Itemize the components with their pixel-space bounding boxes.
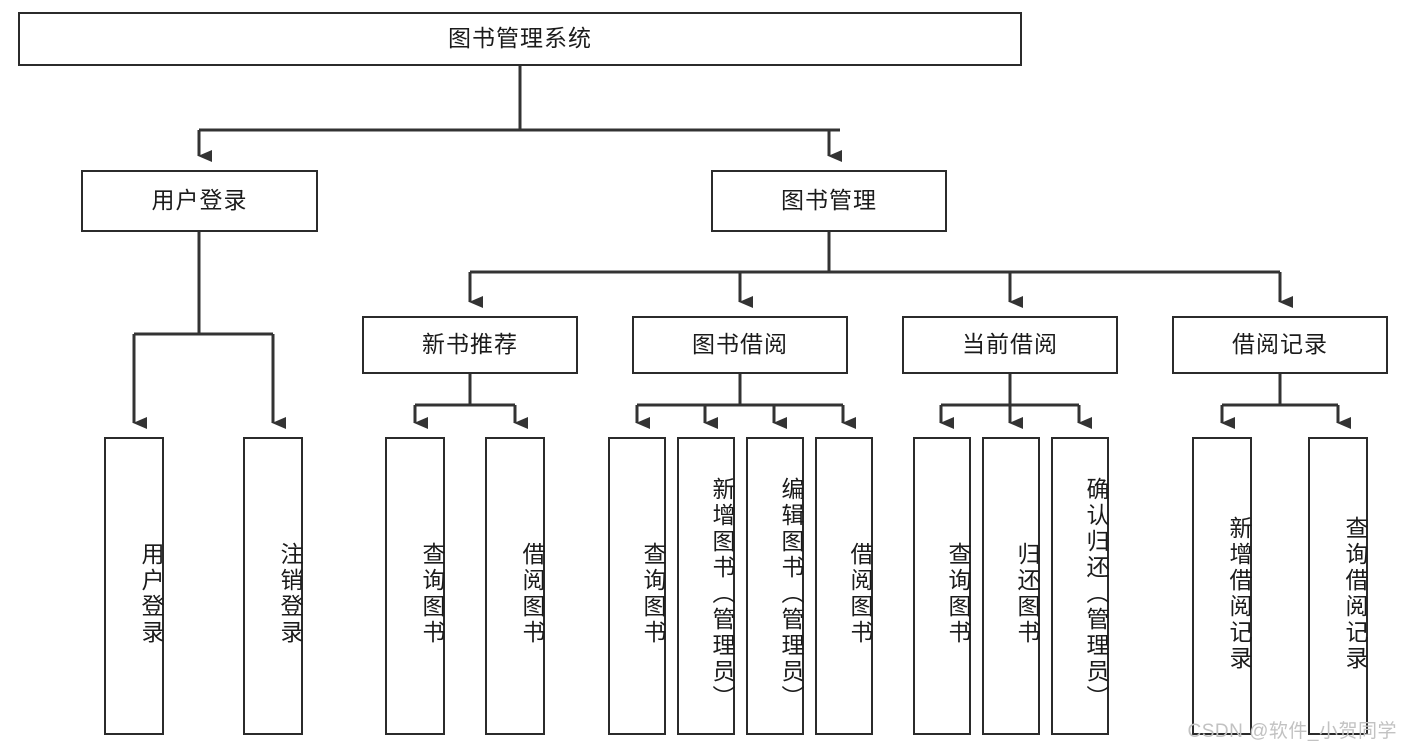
node-book-management[interactable]: 图书管理 [711,170,947,232]
node-label: 新增图书（管理员） [709,477,735,711]
leaf-new-book-borrow[interactable]: 借阅图书 [485,437,545,735]
node-label: 查询图书 [419,542,445,646]
leaf-book-borrow-borrow[interactable]: 借阅图书 [815,437,873,735]
node-current-borrow[interactable]: 当前借阅 [902,316,1118,374]
leaf-borrow-record-query[interactable]: 查询借阅记录 [1308,437,1368,735]
node-new-book-recommend[interactable]: 新书推荐 [362,316,578,374]
leaf-book-borrow-add[interactable]: 新增图书（管理员） [677,437,735,735]
node-label: 编辑图书（管理员） [778,477,804,711]
node-label: 新书推荐 [422,331,518,358]
node-label: 用户登录 [138,542,164,646]
watermark: CSDN @软件_小贺同学 [1187,721,1397,742]
node-label: 借阅图书 [847,542,873,646]
node-label: 查询图书 [945,542,971,646]
leaf-new-book-query[interactable]: 查询图书 [385,437,445,735]
node-root-system[interactable]: 图书管理系统 [18,12,1022,66]
node-borrow-record[interactable]: 借阅记录 [1172,316,1388,374]
node-label: 用户登录 [151,187,248,214]
node-label: 查询借阅记录 [1342,516,1368,672]
node-label: 确认归还（管理员） [1083,477,1109,711]
node-user-login[interactable]: 用户登录 [81,170,318,232]
node-label: 查询图书 [640,542,666,646]
node-label: 图书管理 [781,187,877,214]
node-book-borrow[interactable]: 图书借阅 [632,316,848,374]
leaf-book-borrow-query[interactable]: 查询图书 [608,437,666,735]
node-label: 借阅图书 [519,542,545,646]
node-label: 图书管理系统 [448,25,592,52]
node-label: 新增借阅记录 [1226,516,1252,672]
leaf-current-borrow-query[interactable]: 查询图书 [913,437,971,735]
node-label: 当前借阅 [962,331,1058,358]
node-label: 借阅记录 [1232,331,1328,358]
leaf-borrow-record-add[interactable]: 新增借阅记录 [1192,437,1252,735]
leaf-current-borrow-confirm[interactable]: 确认归还（管理员） [1051,437,1109,735]
node-label: 图书借阅 [692,331,788,358]
leaf-current-borrow-return[interactable]: 归还图书 [982,437,1040,735]
leaf-book-borrow-edit[interactable]: 编辑图书（管理员） [746,437,804,735]
leaf-user-login-logout[interactable]: 注销登录 [243,437,303,735]
node-label: 归还图书 [1014,542,1040,646]
leaf-user-login-login[interactable]: 用户登录 [104,437,164,735]
node-label: 注销登录 [277,542,303,646]
